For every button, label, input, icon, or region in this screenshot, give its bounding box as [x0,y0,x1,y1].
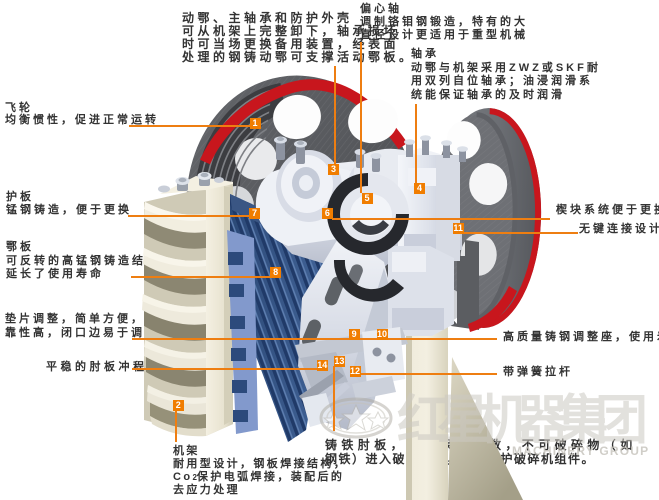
svg-text:红星机器集团: 红星机器集团 [397,391,648,450]
svg-text:MACHINERY GROUP: MACHINERY GROUP [512,444,649,458]
